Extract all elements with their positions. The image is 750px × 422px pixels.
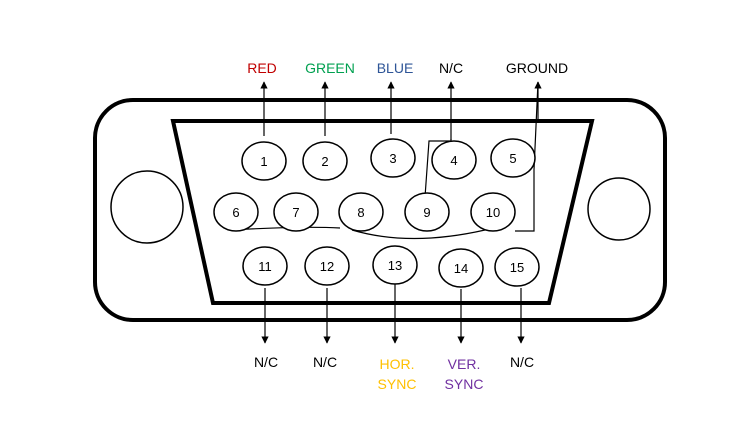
pin-number: 6	[232, 205, 239, 220]
wire-10-ground	[515, 81, 539, 232]
bottom-labels: N/C N/C HOR. SYNC VER. SYNC N/C	[254, 354, 534, 392]
pin-5	[490, 138, 536, 178]
pin-9	[404, 192, 450, 232]
pin-number: 8	[357, 205, 364, 220]
pin-number: 5	[509, 151, 516, 166]
connector-face	[170, 119, 595, 305]
pin-2	[302, 141, 348, 181]
pin-12	[304, 246, 350, 286]
pin-number: 13	[388, 258, 402, 273]
pin-number: 11	[258, 259, 272, 274]
label-pin-15: N/C	[510, 354, 534, 370]
pin-7	[273, 192, 319, 232]
label-green: GREEN	[305, 60, 355, 76]
pin-number: 12	[320, 259, 334, 274]
pin-number: 1	[260, 154, 267, 169]
label-ground: GROUND	[506, 60, 568, 76]
label-ver-sync-line2: SYNC	[445, 376, 484, 392]
pin-8	[338, 192, 384, 232]
label-ver-sync-line1: VER.	[448, 356, 481, 372]
connector-shell	[93, 98, 667, 322]
bottom-arrows	[261, 284, 525, 344]
pins	[213, 138, 540, 288]
label-pin-12: N/C	[313, 354, 337, 370]
label-blue: BLUE	[377, 60, 414, 76]
top-arrows	[260, 81, 542, 140]
wire-8-10	[351, 229, 486, 240]
label-hor-sync-line1: HOR.	[380, 356, 415, 372]
left-mounting-hole	[110, 170, 184, 244]
pin-number: 2	[321, 154, 328, 169]
pin-number: 10	[486, 205, 500, 220]
pin-number: 9	[423, 205, 430, 220]
pin-number: 15	[510, 260, 524, 275]
pin-15	[494, 247, 540, 287]
pin-4	[431, 140, 477, 180]
pin-6	[213, 192, 259, 232]
pin-14	[438, 248, 484, 288]
label-red: RED	[247, 60, 277, 76]
label-hor-sync-line2: SYNC	[378, 376, 417, 392]
pin-numbers: 1 2 3 4 5 6 7 8 9 10 11 12 13 14 15	[232, 151, 524, 276]
right-mounting-hole	[587, 177, 651, 241]
pin-number: 3	[389, 151, 396, 166]
pin-13	[372, 245, 418, 285]
top-labels: RED GREEN BLUE N/C GROUND	[247, 60, 568, 76]
pin-11	[242, 246, 288, 286]
label-nc-top: N/C	[439, 60, 463, 76]
label-pin-11: N/C	[254, 354, 278, 370]
pin-number: 4	[450, 153, 457, 168]
pin-3	[370, 138, 416, 178]
pin-10	[470, 192, 516, 232]
pin-number: 14	[454, 261, 468, 276]
pin-1	[241, 141, 287, 181]
pin-number: 7	[292, 205, 299, 220]
